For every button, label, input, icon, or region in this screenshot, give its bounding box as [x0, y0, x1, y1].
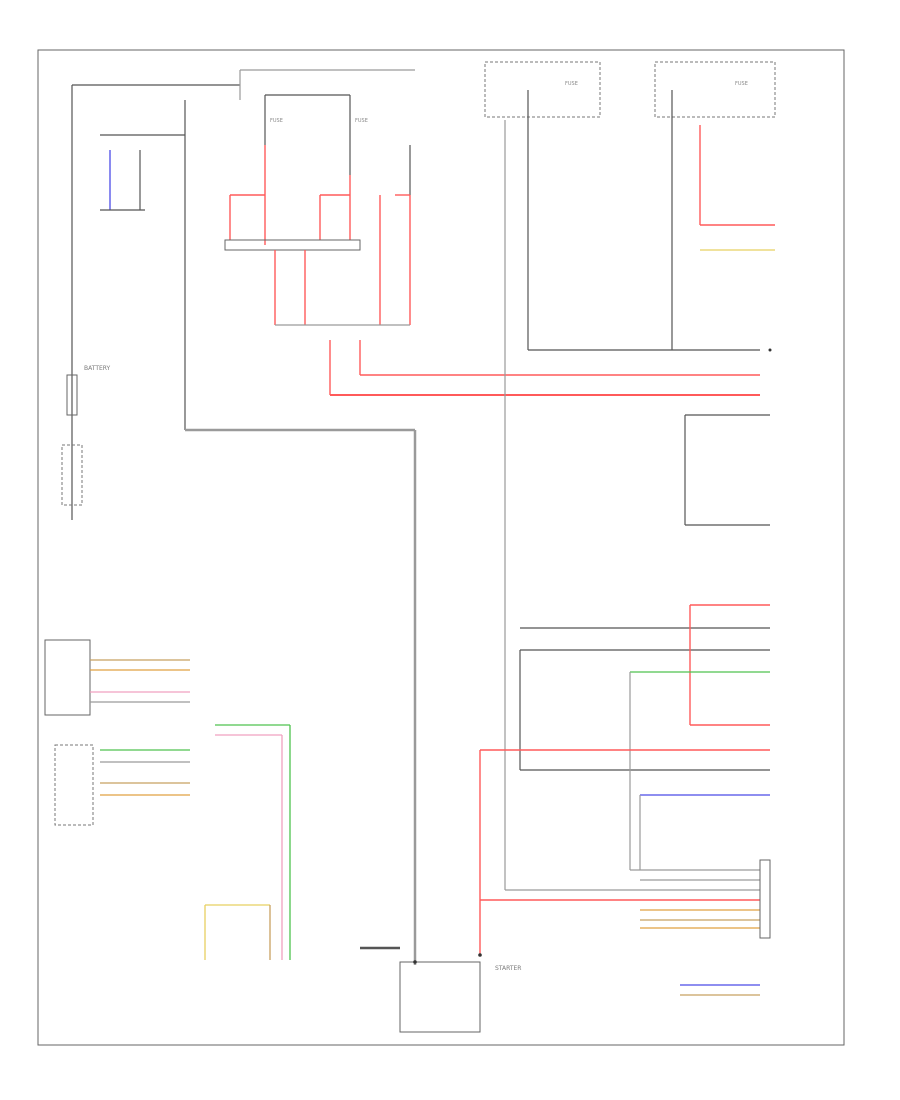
battery-section: BATTERY — [61, 69, 417, 965]
fuse-label-4: FUSE — [735, 81, 748, 87]
battery-symbol — [66, 374, 78, 416]
fuse-label-2: FUSE — [355, 118, 368, 124]
diagram-frame — [37, 49, 845, 1046]
fuse-panel-left — [484, 61, 601, 118]
fuse-label-3: FUSE — [565, 81, 578, 87]
fuse-panel-right — [654, 61, 776, 118]
right-modules — [479, 414, 770, 955]
relay-box — [224, 239, 361, 251]
starter-section: STARTER — [360, 946, 521, 1033]
fuse-relay-section: FUSE FUSE — [224, 94, 760, 396]
transmission-sensor-box — [54, 744, 94, 826]
connector-bundle — [480, 859, 771, 996]
top-right-section: FUSE FUSE — [484, 61, 776, 890]
transmission-section — [44, 639, 291, 960]
starter-motor-box — [399, 961, 481, 1033]
starter-label: STARTER — [495, 965, 521, 972]
transmission-control-box — [44, 639, 91, 716]
fuse-label-1: FUSE — [270, 118, 283, 124]
battery-label: BATTERY — [84, 365, 111, 372]
connector-block — [759, 859, 771, 939]
ground-point-box — [61, 444, 83, 506]
